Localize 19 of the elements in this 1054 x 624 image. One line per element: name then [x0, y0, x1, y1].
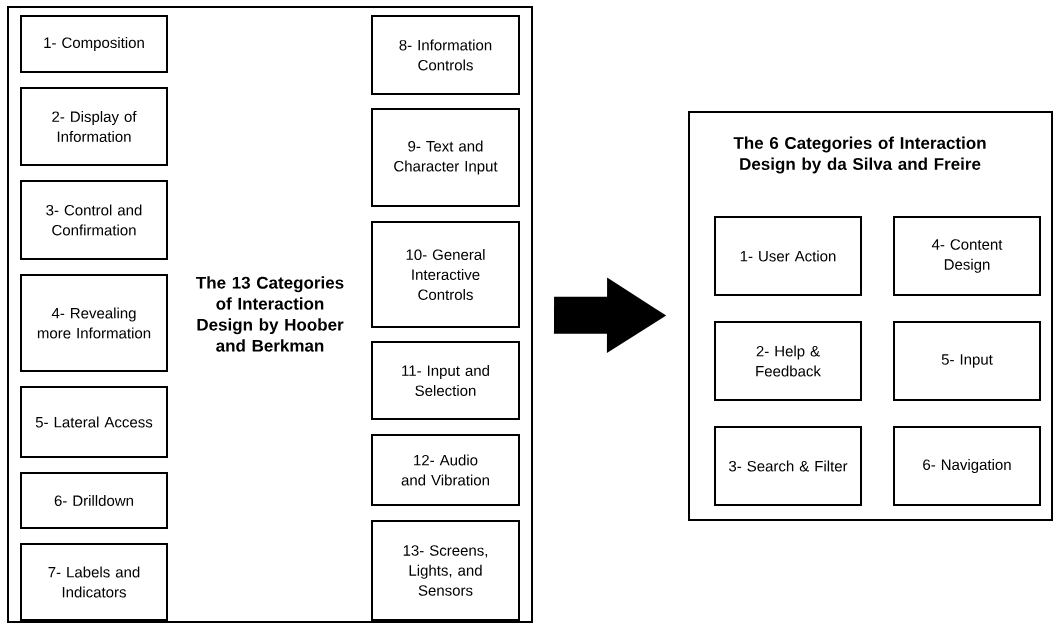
category-box: 1- Composition: [20, 15, 168, 73]
category-box: 10- General Interactive Controls: [371, 221, 520, 328]
category-box: 5- Input: [893, 321, 1041, 401]
category-box: 1- User Action: [714, 216, 862, 296]
category-box: 11- Input and Selection: [371, 341, 520, 420]
category-box: 3- Search & Filter: [714, 426, 862, 506]
category-box: 5- Lateral Access: [20, 386, 168, 458]
category-box: 12- Audio and Vibration: [371, 434, 520, 506]
category-box: 2- Display of Information: [20, 87, 168, 166]
category-box: 9- Text and Character Input: [371, 108, 520, 207]
category-box: 2- Help & Feedback: [714, 321, 862, 401]
category-box: 7- Labels and Indicators: [20, 543, 168, 621]
category-box: 8- Information Controls: [371, 15, 520, 95]
category-box: 4- Content Design: [893, 216, 1041, 296]
category-box: 4- Revealing more Information: [20, 274, 168, 372]
category-box: 6- Navigation: [893, 426, 1041, 506]
category-box: 6- Drilldown: [20, 472, 168, 529]
category-box: 3- Control and Confirmation: [20, 180, 168, 260]
category-box: 13- Screens, Lights, and Sensors: [371, 520, 520, 621]
